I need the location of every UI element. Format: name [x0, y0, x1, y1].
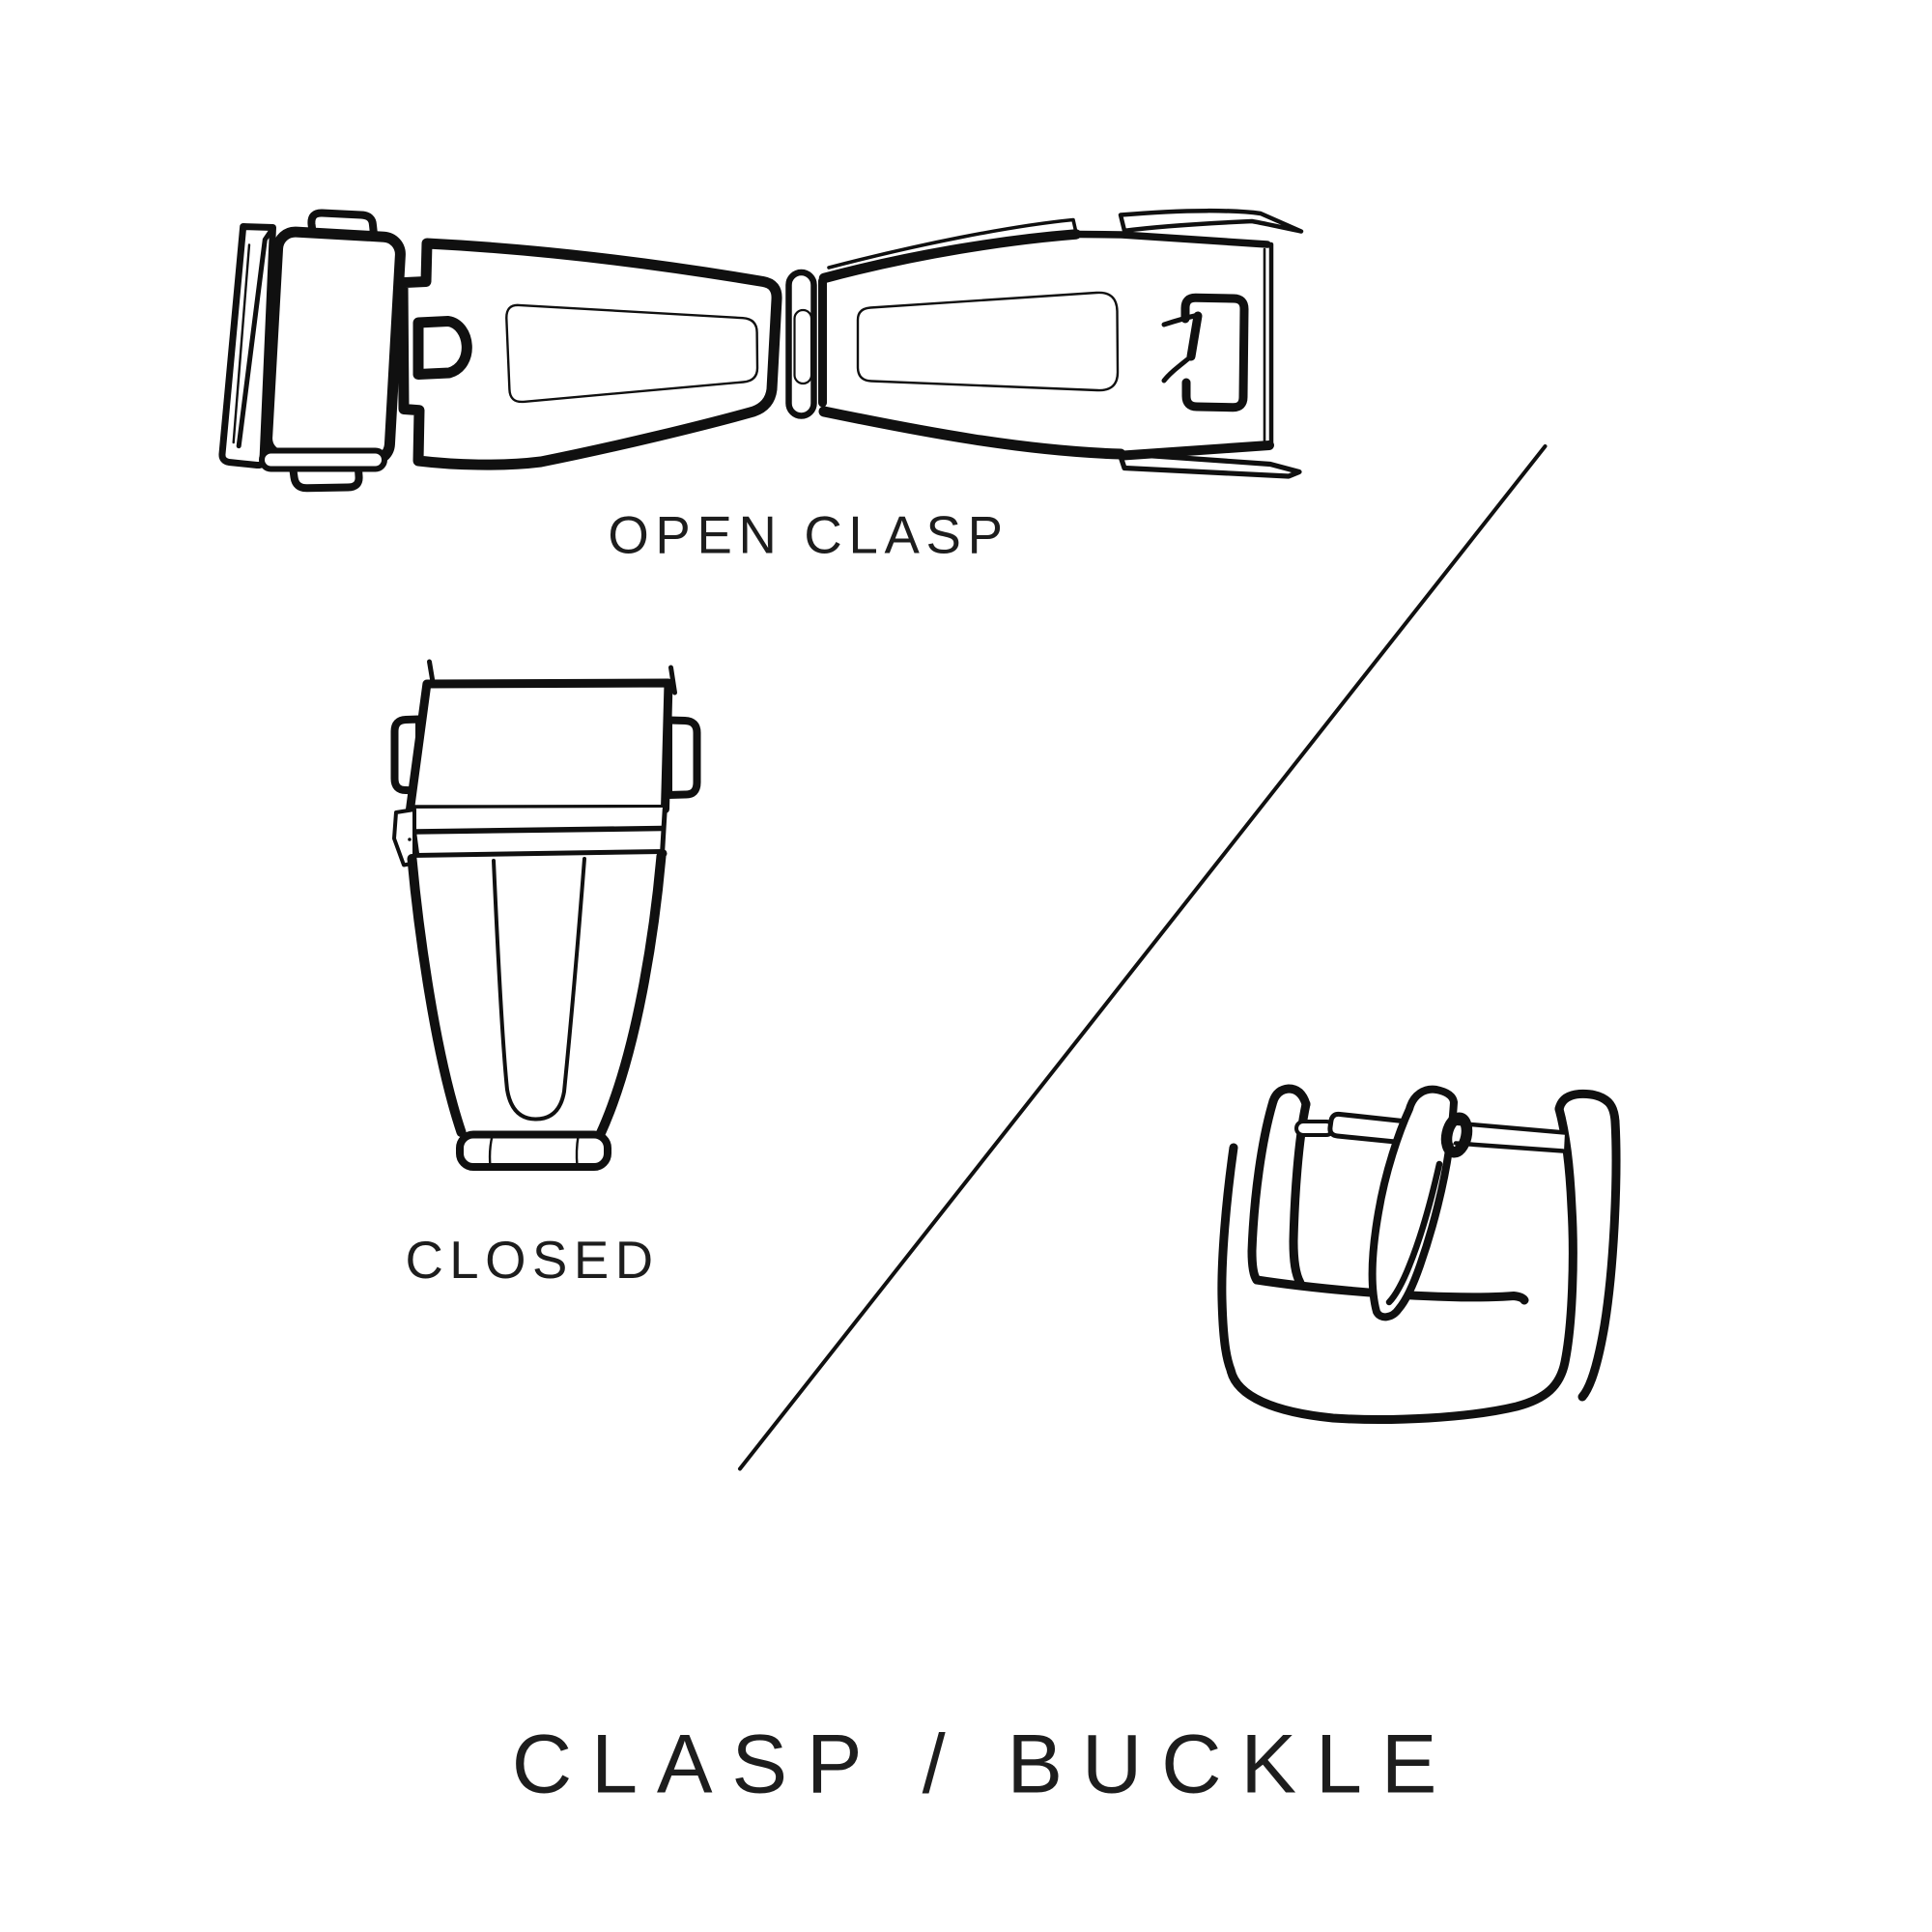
svg-text:OPEN CLASP: OPEN CLASP [608, 506, 1009, 565]
svg-text:CLOSED: CLOSED [405, 1231, 659, 1290]
svg-text:CLASP / BUCKLE: CLASP / BUCKLE [512, 1718, 1457, 1810]
